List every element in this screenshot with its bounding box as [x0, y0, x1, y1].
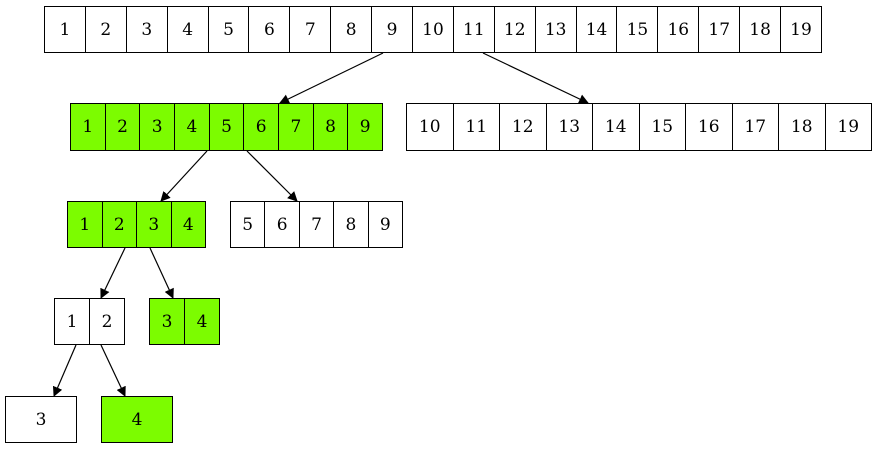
edge-arrow-root-l1b	[482, 52, 589, 104]
node-cell: 1	[68, 202, 103, 247]
edge-arrow-l2a-l3b	[149, 247, 174, 299]
node-cell: 5	[209, 7, 250, 52]
node-cell: 15	[640, 104, 686, 150]
node-cell: 6	[244, 104, 280, 150]
node-cell: 10	[407, 104, 454, 150]
node-cell: 1	[45, 7, 86, 52]
node-cell: 4	[185, 299, 219, 344]
node-l4a: 3	[5, 396, 77, 443]
node-cell: 3	[150, 299, 185, 344]
node-cell: 17	[699, 7, 741, 52]
node-cell: 8	[313, 104, 349, 150]
node-cell: 16	[686, 104, 733, 150]
node-cell: 2	[101, 311, 113, 332]
node-cell: 7	[279, 104, 314, 150]
edge-arrow-l1a-l2b	[246, 150, 298, 202]
node-cell: 2	[102, 202, 137, 247]
node-cell: 18	[779, 104, 826, 150]
edge-arrow-root-l1a	[279, 52, 384, 104]
node-cell: 4	[171, 202, 205, 247]
edge-arrow-l2a-l3a	[100, 247, 126, 299]
edge-arrow-l3a-l4b	[100, 344, 126, 397]
node-cell: 12	[495, 7, 536, 52]
node-cell: 1	[55, 299, 90, 344]
node-cell: 6	[249, 7, 291, 52]
node-cell: 19	[837, 117, 860, 137]
node-cell: 15	[617, 7, 659, 52]
node-cell: 19	[790, 19, 812, 40]
node-cell: 7	[300, 202, 335, 247]
node-cell: 4	[175, 104, 210, 150]
node-cell: 10	[413, 7, 454, 52]
node-cell: 4	[102, 397, 172, 442]
node-cell: 4	[168, 7, 209, 52]
node-cell: 11	[454, 104, 500, 150]
node-cell: 11	[454, 7, 495, 52]
node-cell: 17	[733, 104, 779, 150]
node-cell: 1	[71, 104, 106, 150]
node-cell: 7	[290, 7, 332, 52]
node-cell: 5	[231, 202, 266, 247]
node-cell: 3	[127, 7, 168, 52]
node-cell: 3	[137, 202, 172, 247]
node-cell: 9	[379, 214, 391, 235]
node-cell: 14	[593, 104, 640, 150]
edge-arrow-l3a-l4a	[52, 344, 77, 397]
node-cell: 5	[209, 104, 245, 150]
node-cell: 14	[577, 7, 618, 52]
node-cell: 3	[35, 409, 47, 430]
node-cell: 18	[740, 7, 782, 52]
node-cell: 2	[86, 7, 127, 52]
node-l4b: 4	[101, 396, 173, 443]
node-cell: 8	[331, 7, 373, 52]
edge-arrow-l1a-l2a	[160, 150, 208, 202]
node-cell: 16	[658, 7, 700, 52]
node-cell: 2	[105, 104, 141, 150]
node-cell: 12	[500, 104, 547, 150]
node-cell: 9	[372, 7, 414, 52]
node-cell: 6	[265, 202, 300, 247]
node-cell: 13	[547, 104, 593, 150]
node-cell: 8	[334, 202, 369, 247]
node-cell: 9	[348, 104, 383, 150]
node-cell: 3	[140, 104, 176, 150]
node-cell: 13	[536, 7, 577, 52]
